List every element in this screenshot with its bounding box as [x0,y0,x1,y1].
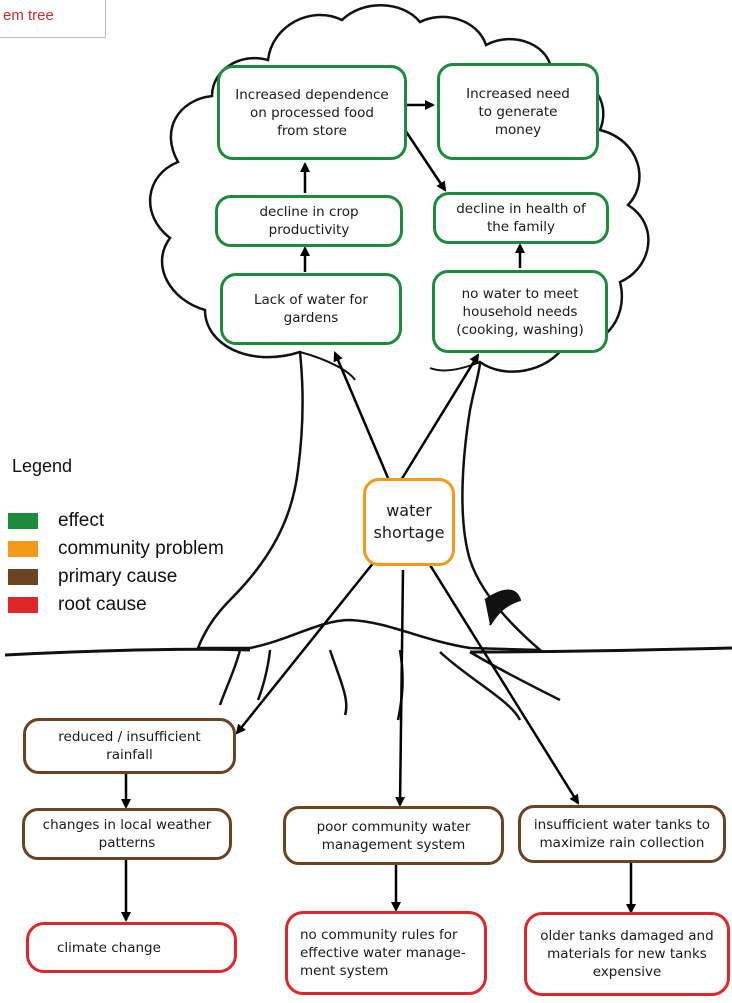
node-generate-money: Increased need to generate money [437,63,599,160]
arrow-shortage-to-tanks [428,564,580,805]
node-crop-productivity: decline in crop productivity [215,195,403,247]
node-older-tanks: older tanks damaged and materials for ne… [524,912,730,996]
node-community-rules: no community rules for effective water m… [285,911,487,995]
legend-item-root-cause: root cause [8,594,147,616]
legend-title: Legend [12,456,73,476]
node-processed-food: Increased dependence on processed food f… [217,65,407,160]
node-water-gardens: Lack of water for gardens [220,273,402,345]
tree-roots [218,649,561,721]
legend-item-primary-cause: primary cause [8,566,177,588]
node-water-shortage: water shortage [363,478,455,566]
arrow-shortage-to-rainfall [235,556,379,735]
legend-item-community-problem: community problem [8,538,224,560]
legend-swatch-community-problem [8,541,38,557]
legend-label: community problem [58,538,224,559]
node-reduced-rainfall: reduced / insufficient rainfall [23,718,236,774]
node-water-tanks: insufficient water tanks to maximize rai… [518,805,726,863]
node-climate-change: climate change [26,922,237,973]
legend-label: primary cause [58,566,178,587]
node-household-needs: no water to meet household needs (cookin… [432,270,608,353]
arrow-shortage-to-gardens [333,351,390,479]
node-family-health: decline in health of the family [433,192,609,244]
legend-swatch-primary-cause [8,569,38,585]
node-water-management: poor community water management system [283,806,504,865]
ground-line [4,646,732,657]
legend-label: effect [58,510,105,531]
legend-swatch-effect [8,513,38,529]
arrow-shortage-to-household [393,353,480,491]
legend-item-effect: effect [8,510,104,532]
node-weather-patterns: changes in local weather patterns [22,808,232,860]
arrow-shortage-to-management [395,569,406,807]
arrow-food-to-health [403,129,447,192]
legend-label: root cause [58,594,147,615]
legend-swatch-root-cause [8,597,38,613]
page-title-tab[interactable]: em tree [0,0,106,38]
